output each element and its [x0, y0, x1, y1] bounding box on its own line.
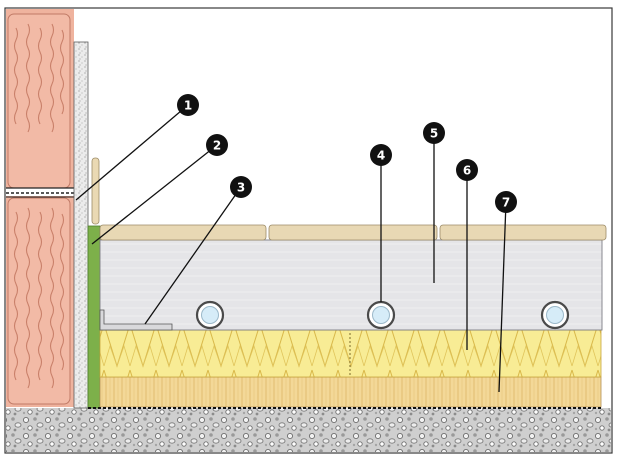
marker-5: 5 — [423, 122, 445, 144]
screed-layer — [99, 239, 603, 331]
marker-1-label: 1 — [184, 99, 192, 113]
marker-4: 4 — [370, 144, 392, 166]
marker-3-label: 3 — [237, 181, 245, 195]
marker-2-label: 2 — [213, 139, 221, 153]
plaster-layer — [73, 41, 89, 409]
marker-2: 2 — [206, 134, 228, 156]
marker-1: 1 — [177, 94, 199, 116]
gravel-base — [6, 408, 611, 452]
marker-4-label: 4 — [377, 149, 385, 163]
marker-3: 3 — [230, 176, 252, 198]
marker-7-label: 7 — [502, 196, 510, 210]
edge-profile — [99, 309, 173, 331]
floor-tiles — [91, 157, 607, 241]
damper-tape — [87, 225, 101, 409]
marker-5-label: 5 — [430, 127, 438, 141]
brick-wall — [6, 9, 76, 407]
marker-6: 6 — [456, 159, 478, 181]
marker-7: 7 — [495, 191, 517, 213]
marker-6-label: 6 — [463, 164, 471, 178]
insulation-lower — [99, 376, 602, 408]
leader-lines — [75, 104, 507, 393]
heating-pipes — [195, 300, 570, 330]
